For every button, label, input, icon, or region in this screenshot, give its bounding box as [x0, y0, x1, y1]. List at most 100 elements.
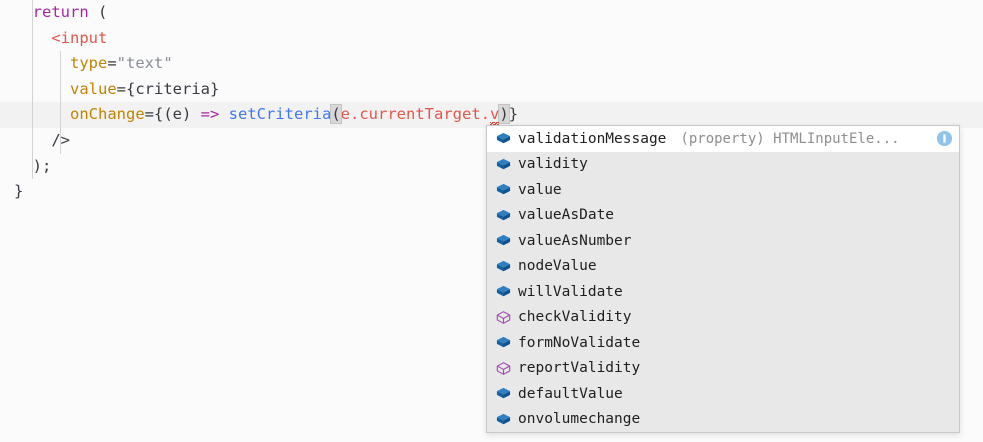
suggestion-item-validity[interactable]: validity — [487, 152, 959, 178]
code-line-text: ); — [0, 154, 52, 180]
suggestion-label: willValidate — [518, 283, 623, 300]
property-cube-icon — [496, 158, 511, 169]
code-token: ) — [498, 104, 510, 125]
indent-guide — [60, 76, 61, 103]
code-line[interactable]: type="text" — [0, 51, 983, 77]
suggestion-label: value — [518, 181, 562, 198]
property-cube-icon — [495, 130, 512, 147]
code-line-text: /> — [0, 128, 70, 154]
suggestion-label: valueAsNumber — [518, 232, 632, 249]
code-token: ( — [330, 104, 342, 125]
suggestion-item-willValidate[interactable]: willValidate — [487, 279, 959, 305]
suggestion-label: validity — [518, 156, 588, 173]
method-cube-icon — [496, 310, 511, 324]
code-line[interactable]: <input — [0, 25, 983, 52]
code-token: ); — [14, 156, 52, 175]
code-line[interactable]: return ( — [0, 0, 983, 26]
suggestion-item-checkValidity[interactable]: checkValidity — [487, 305, 959, 331]
indent-guide — [32, 25, 33, 52]
suggestion-item-value[interactable]: value — [487, 177, 959, 203]
code-line-text: value={criteria} — [0, 77, 219, 103]
property-cube-icon — [496, 184, 511, 195]
code-line-text: type="text" — [0, 51, 173, 77]
code-token: setCriteria — [228, 105, 332, 124]
code-line-text: } — [0, 179, 23, 205]
property-cube-icon — [495, 334, 512, 351]
code-token — [14, 54, 70, 72]
code-line[interactable]: onChange={(e) => setCriteria(e.currentTa… — [0, 102, 983, 128]
suggestion-label: checkValidity — [518, 309, 632, 326]
code-line-text: <input — [0, 26, 107, 52]
property-cube-icon — [495, 385, 512, 402]
suggestion-item-nodeValue[interactable]: nodeValue — [487, 254, 959, 280]
property-cube-icon — [496, 133, 511, 144]
code-token: ={criteria} — [116, 79, 220, 98]
code-token: v — [490, 105, 500, 124]
suggestion-item-defaultValue[interactable]: defaultValue — [487, 381, 959, 407]
code-token: e — [340, 105, 351, 124]
indent-guide — [32, 76, 33, 103]
code-token: => — [200, 105, 220, 124]
property-cube-icon — [495, 258, 512, 275]
code-token — [14, 80, 70, 98]
property-cube-icon — [496, 286, 511, 297]
suggestion-label: formNoValidate — [518, 334, 641, 351]
code-line[interactable]: /> — [0, 127, 983, 154]
property-cube-icon — [496, 209, 511, 220]
code-line-text: onChange={(e) => setCriteria(e.currentTa… — [0, 102, 518, 128]
code-token: type — [70, 54, 108, 73]
code-line[interactable]: } — [0, 179, 983, 205]
suggestion-detail: (property) HTMLInputEle... — [680, 130, 900, 147]
suggestion-item-valueAsDate[interactable]: valueAsDate — [487, 203, 959, 229]
property-cube-icon — [496, 388, 511, 399]
code-text-area[interactable]: return ( <input type="text" value={crite… — [0, 0, 983, 205]
code-token: ( — [88, 3, 108, 21]
code-token — [219, 105, 228, 123]
suggestion-item-validationMessage[interactable]: validationMessage (property) HTMLInputEle… — [487, 126, 959, 152]
code-token: return — [32, 3, 89, 21]
property-cube-icon — [495, 283, 512, 300]
code-line[interactable]: value={criteria} — [0, 76, 983, 103]
suggestion-label: validationMessage — [518, 130, 667, 147]
property-cube-icon — [495, 232, 512, 249]
code-token — [14, 3, 33, 21]
info-icon — [936, 131, 952, 147]
code-line[interactable]: ); — [0, 153, 983, 180]
suggestion-list[interactable]: validationMessage (property) HTMLInputEle… — [487, 126, 959, 432]
method-cube-icon — [495, 309, 512, 326]
method-cube-icon — [495, 360, 512, 377]
suggestion-info-icon[interactable] — [935, 130, 953, 148]
code-token: value — [70, 79, 117, 98]
suggestion-label: onvolumechange — [518, 411, 641, 428]
code-token: = — [107, 54, 117, 73]
property-cube-icon — [495, 156, 512, 173]
property-cube-icon — [495, 181, 512, 198]
property-cube-icon — [496, 337, 511, 348]
code-token: } — [14, 182, 24, 201]
indent-guide — [32, 102, 33, 128]
code-token: .currentTarget. — [350, 105, 490, 124]
autocomplete-suggest-widget[interactable]: validationMessage (property) HTMLInputEle… — [486, 125, 960, 433]
code-token — [14, 105, 70, 123]
suggestion-label: nodeValue — [518, 258, 597, 275]
code-line-text: return ( — [0, 0, 108, 26]
suggestion-item-valueAsNumber[interactable]: valueAsNumber — [487, 228, 959, 254]
property-cube-icon — [496, 260, 511, 271]
property-cube-icon — [496, 235, 511, 246]
indent-guide — [60, 51, 61, 77]
property-cube-icon — [496, 413, 511, 424]
indent-guide — [32, 0, 33, 26]
suggestion-label: reportValidity — [518, 360, 641, 377]
code-token: /> — [14, 130, 70, 149]
suggestion-item-reportValidity[interactable]: reportValidity — [487, 356, 959, 382]
method-cube-icon — [496, 361, 511, 375]
code-token: "text" — [116, 54, 173, 73]
indent-guide — [60, 102, 61, 128]
code-token: onChange — [70, 105, 145, 124]
suggestion-item-formNoValidate[interactable]: formNoValidate — [487, 330, 959, 356]
suggestion-item-onvolumechange[interactable]: onvolumechange — [487, 407, 959, 433]
indent-guide — [32, 51, 33, 77]
indent-guide — [60, 127, 61, 154]
code-token: ={(e) — [144, 105, 201, 124]
